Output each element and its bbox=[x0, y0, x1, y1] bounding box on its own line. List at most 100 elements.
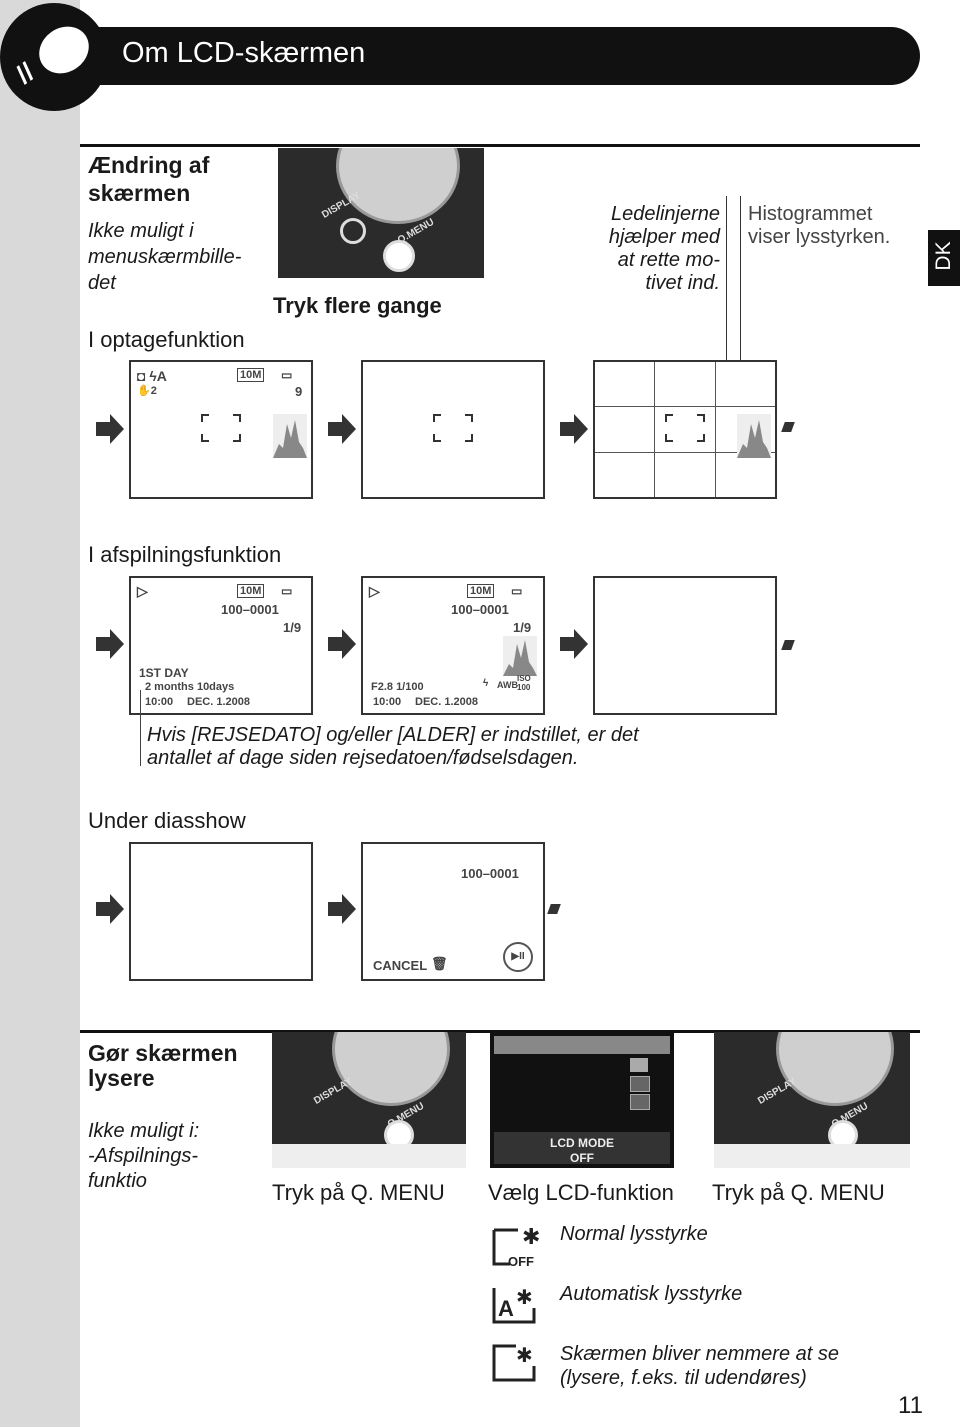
play-icon: ▷ bbox=[369, 583, 380, 599]
record-date: DEC. 1.2008 bbox=[187, 696, 250, 708]
play-note-line1: Hvis [REJSEDATO] og/eller [ALDER] er ind… bbox=[147, 724, 639, 746]
frame-counter: 1/9 bbox=[513, 620, 532, 635]
arrow-icon bbox=[328, 629, 356, 659]
stabilizer-icon: ✋2 bbox=[137, 385, 157, 397]
frame-counter: 1/9 bbox=[283, 620, 302, 635]
display-label: DISPLAY bbox=[756, 1076, 799, 1107]
control-dial bbox=[336, 148, 460, 224]
battery-icon: ▭ bbox=[511, 584, 523, 598]
guide-line bbox=[595, 406, 775, 407]
travel-date-label: 1ST DAY bbox=[139, 666, 189, 680]
shots-remaining: 9 bbox=[295, 384, 303, 399]
guide-line bbox=[654, 362, 655, 497]
header-bar bbox=[88, 27, 920, 85]
lcd-off-icon: ✱OFF bbox=[492, 1225, 540, 1269]
record-time: 10:00 bbox=[145, 696, 174, 708]
cancel-label: CANCEL bbox=[373, 958, 428, 973]
play-screen-detail-info: ▷ 10M ▭ 100–0001 1/9 F2.8 1/100 ϟ AWB IS… bbox=[361, 576, 545, 715]
guide-caption-line1: Ledelinjerne bbox=[611, 203, 720, 225]
arrow-icon bbox=[328, 894, 356, 924]
iso-value: ISO 100 bbox=[517, 674, 531, 692]
rec-screen-no-info bbox=[361, 360, 545, 499]
option-normal-text: Normal lysstyrke bbox=[560, 1223, 708, 1245]
arrow-icon bbox=[560, 414, 588, 444]
section2-note-line1: Ikke muligt i: bbox=[88, 1120, 200, 1142]
histogram-icon bbox=[273, 414, 307, 458]
camera-mode-icon: ◘ ϟA bbox=[137, 368, 167, 384]
step2-label: Vælg LCD-funktion bbox=[488, 1180, 674, 1205]
menu-option-icon[interactable] bbox=[630, 1076, 650, 1092]
section2-title-line1: Gør skærmen bbox=[88, 1040, 238, 1066]
lcd-auto-icon: A✱ bbox=[492, 1284, 540, 1326]
arrow-icon bbox=[96, 894, 124, 924]
rec-screen-full-info: ◘ ϟA ✋2 10M ▭ 9 bbox=[129, 360, 313, 499]
guide-caption-line3: at rette mo- bbox=[617, 249, 720, 271]
control-dial bbox=[776, 1032, 894, 1106]
aperture-shutter: F2.8 1/100 bbox=[371, 681, 424, 693]
white-balance: AWB bbox=[497, 680, 518, 690]
loop-marker bbox=[547, 904, 561, 914]
section-divider bbox=[80, 1030, 920, 1033]
menu-status-area bbox=[494, 1132, 670, 1164]
page-title: Om LCD-skærmen bbox=[122, 37, 366, 69]
section2-note-line2: -Afspilnings- bbox=[88, 1145, 199, 1167]
svg-text:✱: ✱ bbox=[516, 1343, 533, 1367]
trash-icon: 🗑 bbox=[431, 956, 448, 971]
arrow-icon bbox=[96, 629, 124, 659]
language-tab-label: DK bbox=[932, 241, 955, 271]
focus-frame-icon bbox=[665, 414, 705, 442]
slideshow-label: Under diasshow bbox=[88, 808, 246, 833]
flash-icon: ϟ bbox=[483, 678, 489, 689]
rec-screen-guidelines bbox=[593, 360, 777, 499]
guide-caption-line2: hjælper med bbox=[608, 226, 720, 248]
page-number: 11 bbox=[898, 1392, 923, 1419]
histogram-caption-line1: Histogrammet bbox=[748, 203, 873, 225]
svg-text:✱: ✱ bbox=[522, 1226, 540, 1250]
qmenu-button[interactable] bbox=[383, 240, 415, 272]
option-power-text-line1: Skærmen bliver nemmere at se bbox=[560, 1343, 839, 1365]
elapsed-time: 2 months 10days bbox=[145, 681, 235, 693]
option-power-text-line2: (lysere, f.eks. til udendøres) bbox=[560, 1367, 807, 1389]
histogram-icon bbox=[737, 414, 771, 458]
press-repeatedly-label: Tryk flere gange bbox=[273, 293, 442, 318]
battery-icon: ▭ bbox=[281, 584, 293, 598]
menu-option-icon[interactable] bbox=[630, 1058, 648, 1072]
play-icon: ▷ bbox=[137, 583, 148, 599]
section1-title-line1: Ændring af bbox=[88, 152, 210, 178]
control-dial bbox=[332, 1032, 450, 1106]
guide-line bbox=[595, 452, 775, 453]
play-note-line2: antallet af dage siden rejsedatoen/fødse… bbox=[147, 747, 579, 769]
step3-label: Tryk på Q. MENU bbox=[712, 1180, 885, 1205]
histogram-icon bbox=[503, 636, 537, 676]
guide-caption-line4: tivet ind. bbox=[645, 272, 720, 294]
size-badge: 10M bbox=[237, 584, 265, 598]
rec-mode-label: I optagefunktion bbox=[88, 327, 245, 352]
section2-note-line3: funktio bbox=[88, 1170, 147, 1192]
file-number: 100–0001 bbox=[451, 602, 509, 617]
size-badge: 10M bbox=[467, 584, 495, 598]
record-time: 10:00 bbox=[373, 696, 402, 708]
arrow-icon bbox=[96, 414, 124, 444]
display-button[interactable] bbox=[340, 218, 366, 244]
pause-icon: ▶II bbox=[503, 942, 533, 972]
option-auto-text: Automatisk lysstyrke bbox=[560, 1283, 743, 1305]
camera-back-photo: DISPLAY Q.MENU bbox=[278, 148, 484, 278]
display-label: DISPLAY bbox=[312, 1076, 355, 1107]
arrow-icon bbox=[328, 414, 356, 444]
language-tab bbox=[928, 230, 960, 286]
lcd-mode-value: OFF bbox=[570, 1151, 594, 1165]
guide-pointer-line bbox=[726, 196, 727, 418]
note-pointer-line bbox=[140, 690, 141, 766]
lcd-power-icon: ✱ bbox=[492, 1342, 540, 1384]
camera-body-highlight bbox=[714, 1144, 910, 1168]
section1-note-line2: menuskærmbille- bbox=[88, 246, 242, 268]
lcd-mode-menu-screen: LCD MODE OFF bbox=[490, 1032, 674, 1168]
loop-marker bbox=[781, 422, 795, 432]
loop-marker bbox=[781, 640, 795, 650]
slideshow-screen-info: 100–0001 CANCEL 🗑 ▶II bbox=[361, 842, 545, 981]
play-mode-label: I afspilningsfunktion bbox=[88, 542, 282, 567]
menu-option-icon[interactable] bbox=[630, 1094, 650, 1110]
play-screen-full-info: ▷ 10M ▭ 100–0001 1/9 1ST DAY 2 months 10… bbox=[129, 576, 313, 715]
histogram-caption-line2: viser lysstyrken. bbox=[748, 226, 891, 248]
section1-note-line1: Ikke muligt i bbox=[88, 220, 194, 242]
